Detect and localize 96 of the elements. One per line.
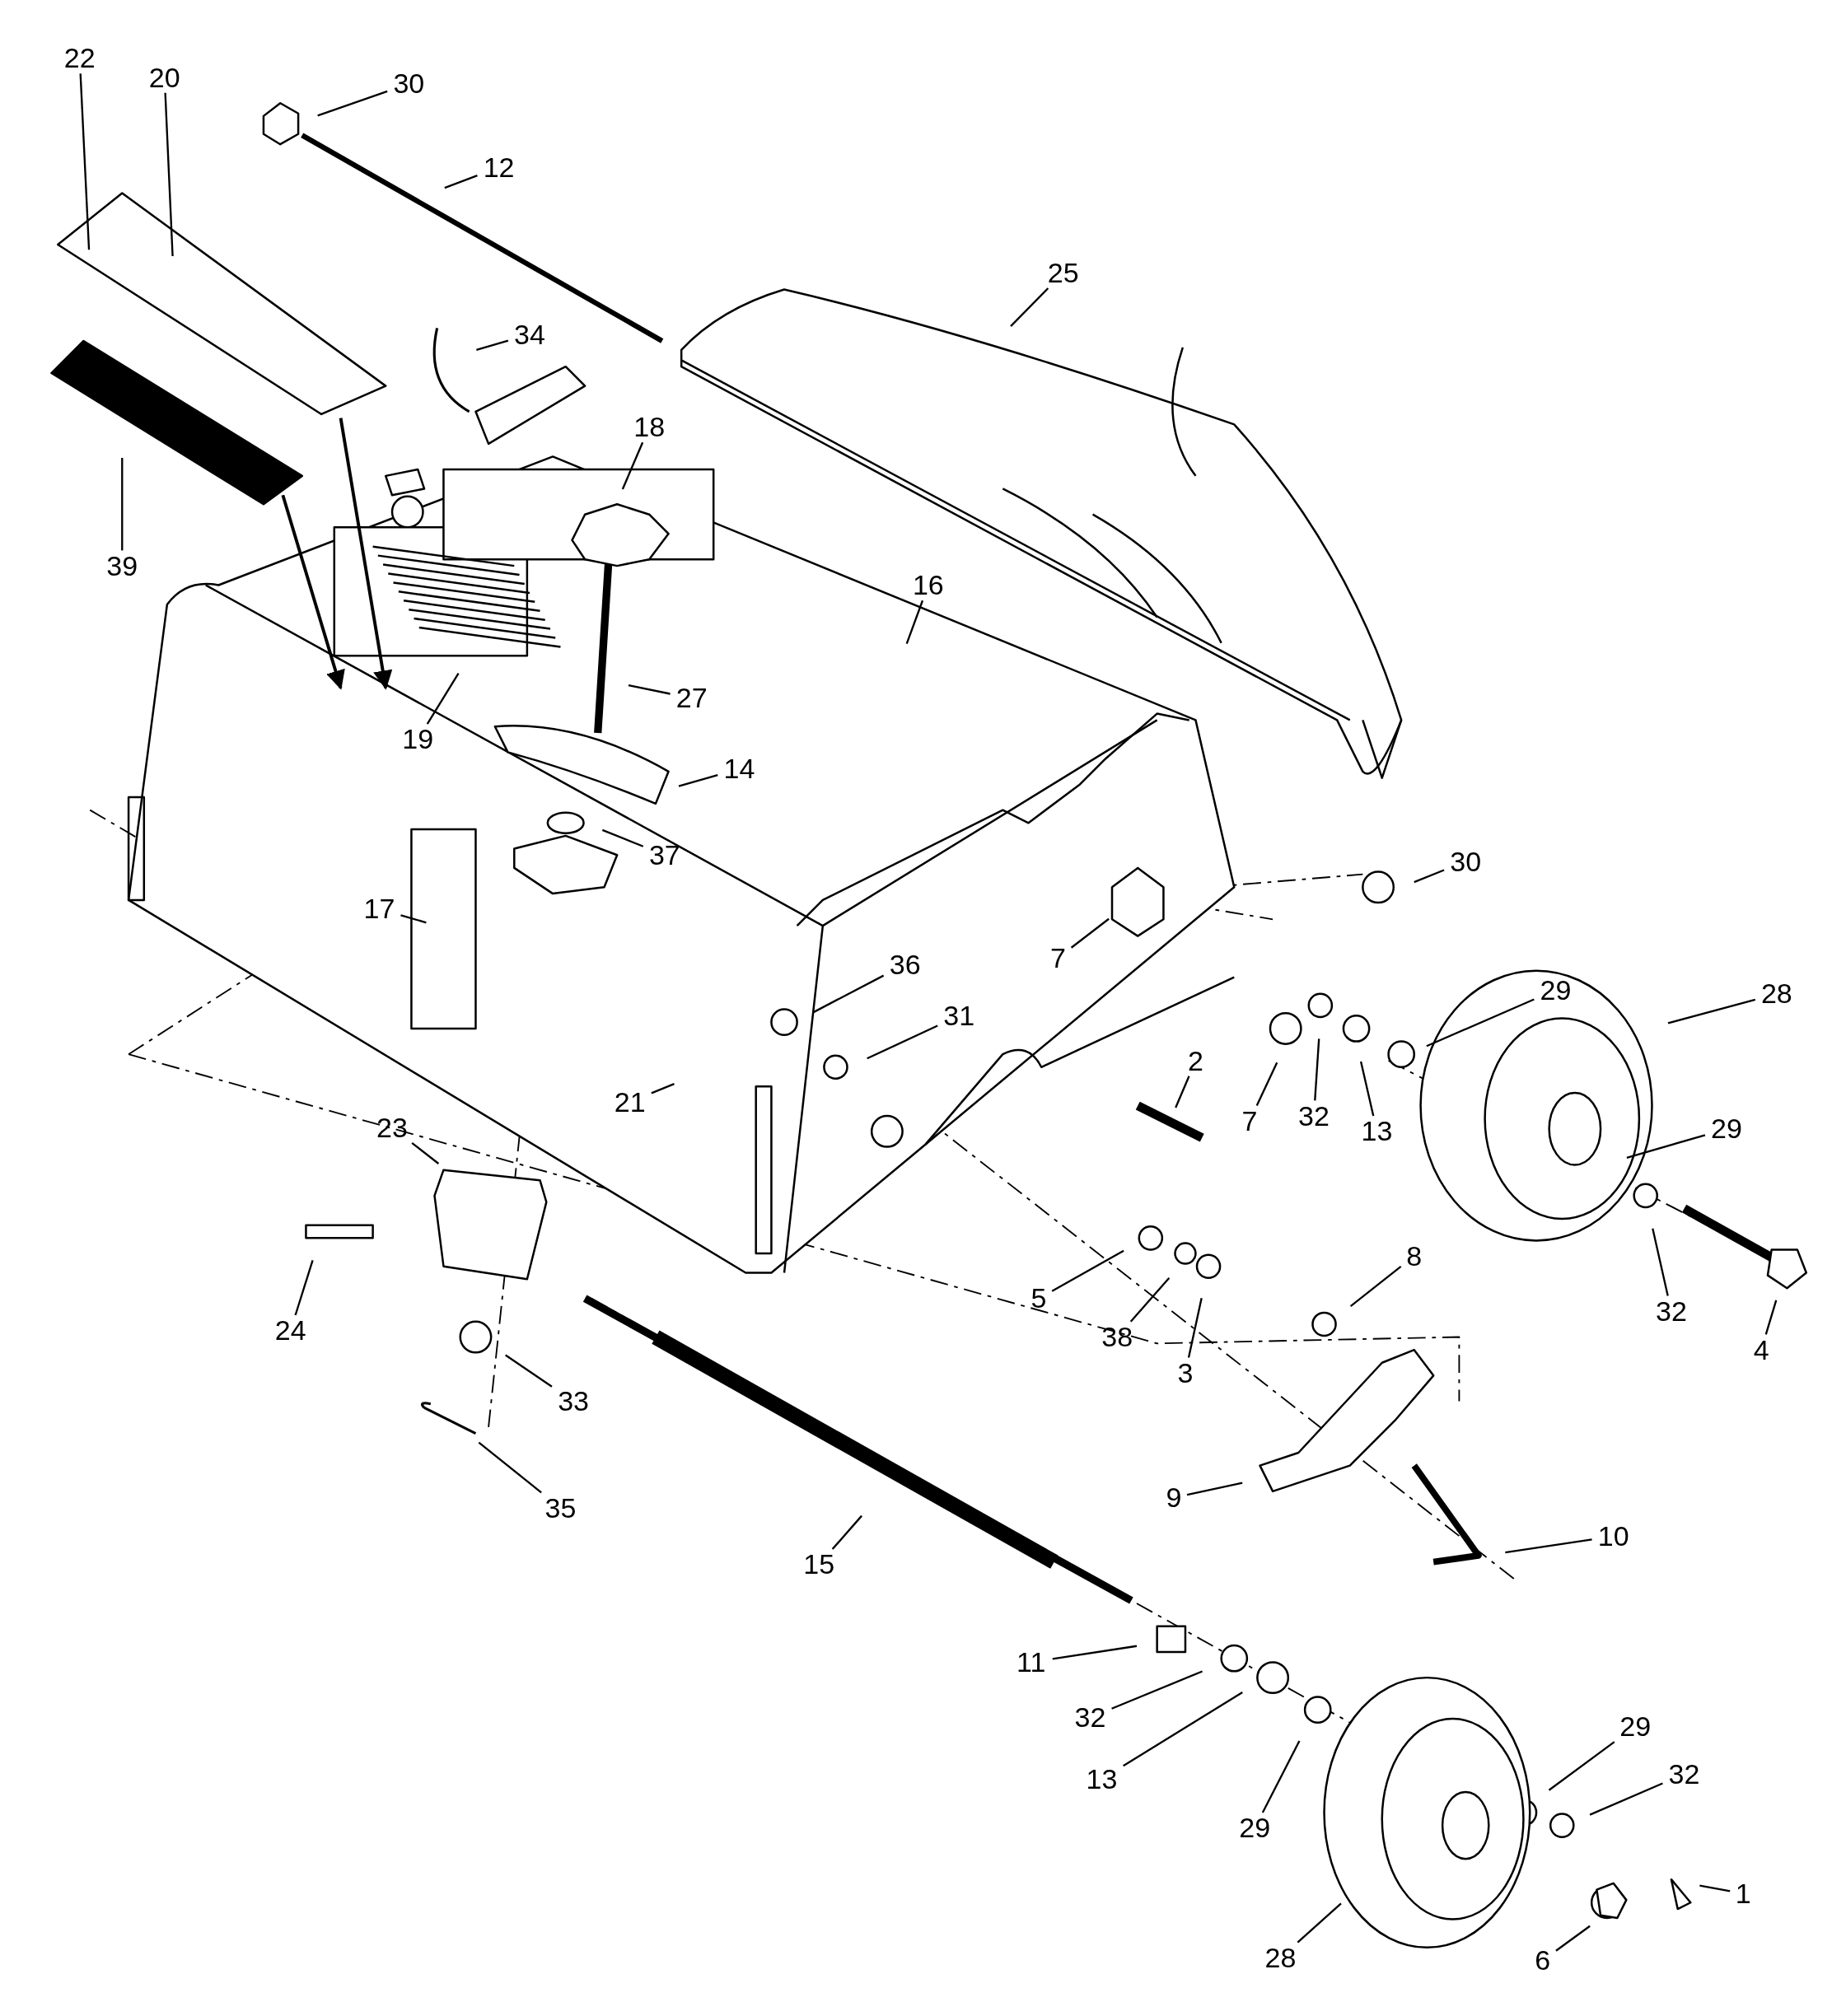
leader-line	[478, 1441, 542, 1494]
callout-number: 1	[1735, 1877, 1751, 1909]
callout-number: 6	[1535, 1944, 1551, 1976]
callout-number: 35	[544, 1491, 577, 1524]
callout-number: 38	[1101, 1321, 1133, 1353]
leader-line	[1052, 1645, 1138, 1660]
callout-number: 5	[1030, 1282, 1047, 1314]
leader-line	[1652, 1228, 1669, 1296]
callout-number: 25	[1047, 256, 1079, 288]
leader-line	[1589, 1782, 1663, 1816]
leader-line	[1123, 1691, 1243, 1767]
leader-line	[1070, 917, 1110, 949]
leader-line	[1051, 1249, 1124, 1292]
leader-line	[1255, 1062, 1278, 1107]
callout-number: 30	[1450, 845, 1482, 877]
callout-number: 19	[402, 723, 434, 755]
callout-number: 32	[1668, 1757, 1700, 1790]
callout-number: 34	[514, 318, 545, 350]
leader-line	[1555, 1925, 1591, 1952]
callout-number: 13	[1361, 1115, 1393, 1147]
callout-number: 17	[363, 893, 395, 925]
leader-line	[628, 684, 671, 695]
callout-number: 4	[1753, 1333, 1769, 1365]
callout-number: 28	[1760, 978, 1792, 1010]
leader-line	[294, 1259, 314, 1316]
leader-line	[1261, 1740, 1301, 1813]
callout-number: 33	[558, 1385, 589, 1417]
leader-line	[1175, 1076, 1190, 1108]
leader-line	[1505, 1538, 1592, 1554]
callout-number: 22	[63, 42, 96, 74]
leader-line	[1426, 998, 1535, 1048]
leader-line	[1626, 1134, 1706, 1159]
leader-line	[1129, 1277, 1171, 1323]
leader-line	[121, 458, 124, 551]
leader-line	[317, 90, 388, 117]
leader-line	[505, 1354, 553, 1388]
leader-line	[831, 1514, 862, 1550]
callout-number: 7	[1050, 941, 1066, 973]
leader-line	[1187, 1297, 1203, 1358]
leader-line	[1414, 869, 1445, 884]
leader-line	[1186, 1482, 1243, 1496]
callout-number: 18	[633, 411, 666, 443]
leader-line	[678, 774, 718, 787]
callout-number: 29	[1540, 973, 1572, 1006]
callout-number: 32	[1298, 1099, 1330, 1132]
callout-number: 21	[614, 1085, 646, 1118]
callout-number: 14	[723, 753, 755, 785]
leader-line	[1314, 1038, 1320, 1101]
callout-number: 31	[943, 999, 975, 1031]
callout-number: 28	[1264, 1941, 1297, 1973]
leader-line	[1667, 998, 1756, 1024]
leader-line	[867, 1024, 938, 1060]
callout-number: 10	[1597, 1520, 1629, 1552]
callout-number: 30	[393, 68, 425, 100]
leader-line	[164, 92, 174, 257]
leader-line	[1764, 1300, 1778, 1335]
leader-line	[812, 974, 885, 1014]
leader-line	[426, 673, 460, 725]
callout-number: 13	[1086, 1763, 1118, 1794]
leader-line	[411, 1141, 440, 1164]
callout-number: 24	[274, 1314, 306, 1346]
leader-line	[621, 441, 644, 490]
leader-line	[1297, 1902, 1342, 1944]
callout-number: 12	[483, 151, 515, 183]
callout-number: 15	[803, 1548, 835, 1580]
callout-number: 36	[889, 948, 921, 980]
leader-line	[651, 1083, 675, 1094]
leader-line	[1010, 287, 1049, 327]
callout-number: 9	[1166, 1482, 1182, 1514]
callout-number: 20	[148, 61, 180, 93]
callout-number: 7	[1241, 1104, 1258, 1136]
callout-number: 29	[1711, 1113, 1742, 1145]
leader-line	[444, 175, 478, 189]
leader-line	[1699, 1884, 1731, 1892]
callout-number: 32	[1074, 1701, 1106, 1734]
callout-number: 16	[912, 569, 944, 601]
leader-line	[905, 600, 924, 645]
callout-number: 32	[1656, 1295, 1687, 1327]
callout-number: 3	[1177, 1356, 1194, 1388]
leader-line	[400, 914, 427, 924]
leader-line	[1349, 1266, 1402, 1308]
leader-line	[79, 73, 91, 250]
callout-number: 29	[1239, 1812, 1271, 1844]
leader-line	[1359, 1061, 1375, 1117]
callout-number: 27	[675, 682, 708, 714]
leader-line	[601, 828, 644, 847]
callout-number: 11	[1016, 1646, 1046, 1678]
leader-line	[1111, 1670, 1203, 1710]
callout-number: 29	[1619, 1710, 1652, 1742]
callout-number: 8	[1406, 1239, 1423, 1272]
callout-number: 39	[106, 549, 138, 581]
callout-number: 2	[1188, 1044, 1203, 1076]
callout-number: 37	[648, 838, 680, 870]
callout-number: 23	[376, 1111, 408, 1143]
leader-line	[476, 339, 509, 351]
leader-line	[1548, 1741, 1615, 1791]
